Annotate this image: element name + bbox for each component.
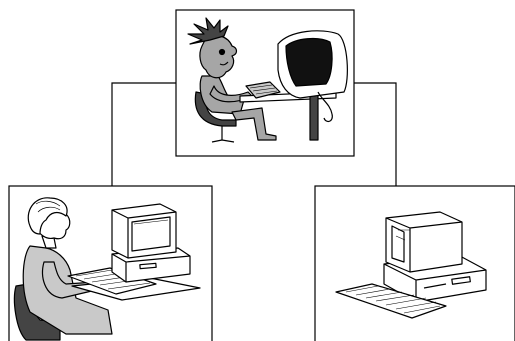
left-node [9, 186, 212, 341]
top-node [176, 10, 354, 156]
right-node [315, 186, 515, 341]
connector-right [354, 83, 396, 186]
connector-left [112, 83, 176, 186]
